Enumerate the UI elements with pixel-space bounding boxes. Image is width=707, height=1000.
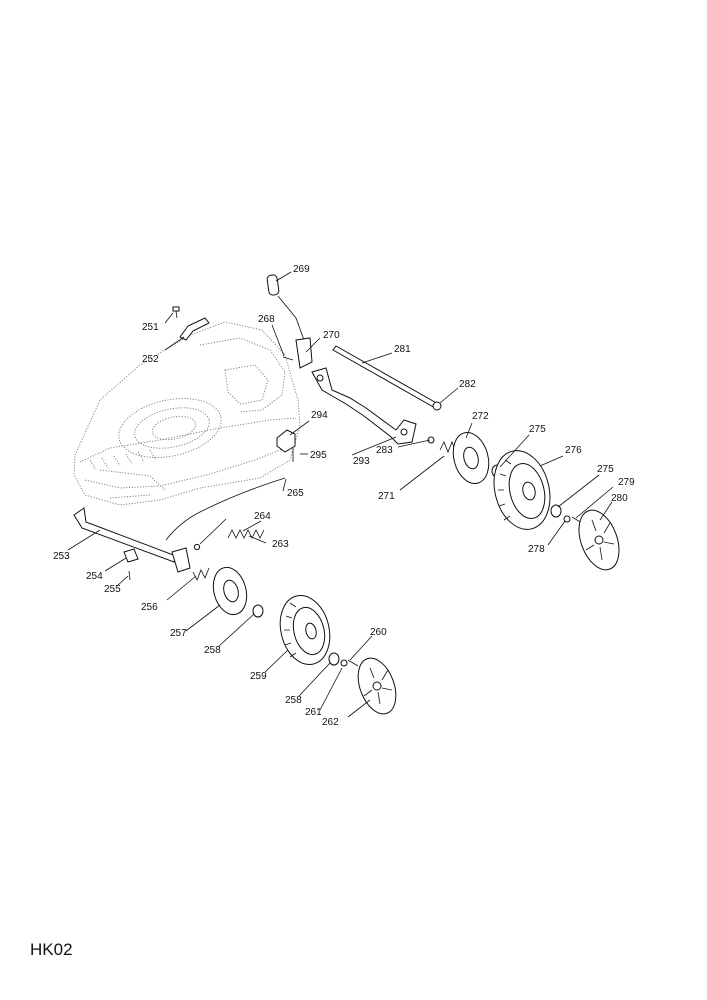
part-270-adjust-lever bbox=[277, 295, 313, 369]
label-253: 253 bbox=[53, 551, 70, 562]
label-275-b: 275 bbox=[597, 464, 614, 475]
leader-lines bbox=[67, 271, 614, 718]
part-294-pivot-block bbox=[276, 429, 296, 453]
label-279: 279 bbox=[618, 477, 635, 488]
label-271: 271 bbox=[378, 491, 395, 502]
part-254-bracket bbox=[123, 548, 139, 563]
label-260: 260 bbox=[370, 627, 387, 638]
label-283: 283 bbox=[376, 445, 393, 456]
part-264-small-washer bbox=[193, 543, 201, 551]
label-255: 255 bbox=[104, 584, 121, 595]
label-276: 276 bbox=[565, 445, 582, 456]
part-272-rear-drive-disc bbox=[452, 432, 490, 484]
label-258: 258 bbox=[204, 645, 221, 656]
label-258-b: 258 bbox=[285, 695, 302, 706]
label-259: 259 bbox=[250, 671, 267, 682]
label-264: 264 bbox=[254, 511, 271, 522]
part-252-height-clip bbox=[179, 317, 210, 341]
label-265: 265 bbox=[287, 488, 304, 499]
part-253-front-axle bbox=[73, 507, 191, 573]
part-276-rear-wheel bbox=[493, 450, 551, 530]
part-256-spring bbox=[192, 567, 210, 581]
part-263-spring bbox=[227, 529, 265, 539]
label-272: 272 bbox=[472, 411, 489, 422]
label-262: 262 bbox=[322, 717, 339, 728]
part-275-bearing-2 bbox=[550, 504, 562, 518]
part-268-bolt bbox=[282, 356, 294, 361]
label-280: 280 bbox=[611, 493, 628, 504]
part-271-spring bbox=[439, 440, 457, 454]
label-268: 268 bbox=[258, 314, 275, 325]
label-282: 282 bbox=[459, 379, 476, 390]
label-252: 252 bbox=[142, 354, 159, 365]
label-270: 270 bbox=[323, 330, 340, 341]
part-261-washer bbox=[340, 659, 348, 667]
part-293-rear-linkage bbox=[311, 367, 417, 445]
label-263: 263 bbox=[272, 539, 289, 550]
label-278: 278 bbox=[528, 544, 545, 555]
part-255-screw bbox=[128, 570, 131, 581]
part-269-lever-grip bbox=[266, 274, 280, 296]
label-256: 256 bbox=[141, 602, 158, 613]
mower-deck-outline bbox=[73, 321, 301, 506]
label-251: 251 bbox=[142, 322, 159, 333]
label-269: 269 bbox=[293, 264, 310, 275]
label-257: 257 bbox=[170, 628, 187, 639]
label-295: 295 bbox=[310, 450, 327, 461]
part-278-washer bbox=[563, 515, 571, 523]
part-259-front-wheel bbox=[279, 595, 331, 665]
label-294: 294 bbox=[311, 410, 328, 421]
part-262-hubcap bbox=[357, 657, 397, 715]
part-257-drive-disc bbox=[212, 566, 248, 616]
sheet-code: HK02 bbox=[30, 940, 73, 959]
label-281: 281 bbox=[394, 344, 411, 355]
part-265-cable bbox=[165, 477, 286, 541]
part-282-washer bbox=[432, 401, 442, 411]
label-293: 293 bbox=[353, 456, 370, 467]
part-280-rear-hubcap bbox=[578, 509, 620, 571]
part-258-bearing bbox=[252, 604, 264, 618]
label-275: 275 bbox=[529, 424, 546, 435]
part-260-screw bbox=[347, 659, 359, 667]
part-251-screw bbox=[172, 306, 180, 319]
part-283-nut bbox=[427, 436, 435, 444]
label-254: 254 bbox=[86, 571, 103, 582]
part-258-bearing-2 bbox=[328, 652, 340, 666]
label-261: 261 bbox=[305, 707, 322, 718]
